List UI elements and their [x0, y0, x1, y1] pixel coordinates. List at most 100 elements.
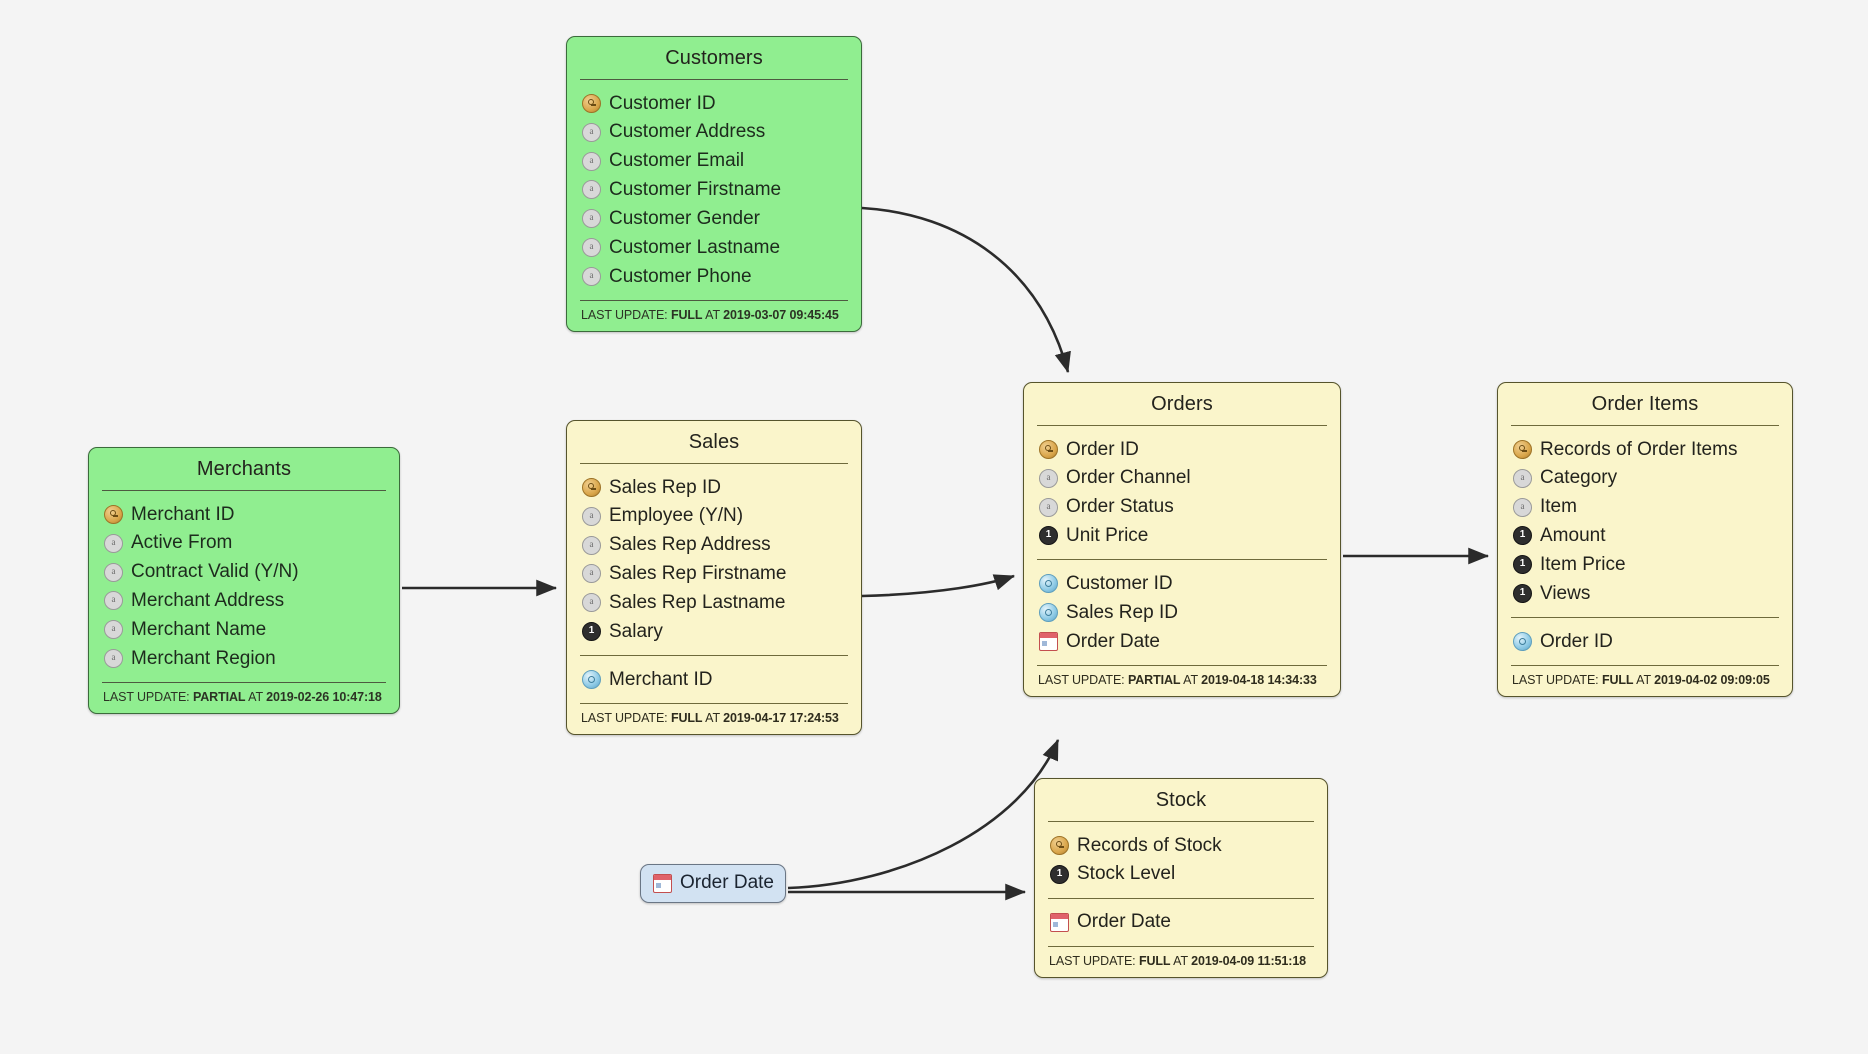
- field-row[interactable]: Customer ID: [567, 89, 861, 118]
- field-row[interactable]: Sales Rep ID: [1024, 598, 1340, 627]
- field-group-primary: Customer IDCustomer AddressCustomer Emai…: [567, 80, 861, 300]
- field-row[interactable]: Order Channel: [1024, 464, 1340, 493]
- field-row[interactable]: Customer Address: [567, 118, 861, 147]
- field-row[interactable]: Salary: [567, 617, 861, 646]
- field-row[interactable]: Item: [1498, 493, 1792, 522]
- field-label: Sales Rep ID: [609, 476, 721, 498]
- field-label: Customer Lastname: [609, 236, 781, 258]
- primary-key-icon: [1513, 439, 1532, 459]
- last-update-prefix: LAST UPDATE:: [1512, 672, 1599, 687]
- entity-last-update: LAST UPDATE: FULL AT 2019-04-09 11:51:18: [1035, 947, 1327, 977]
- order-date-chip-label: Order Date: [680, 872, 774, 893]
- field-label: Sales Rep Firstname: [609, 563, 787, 585]
- field-row[interactable]: Order ID: [1498, 627, 1792, 656]
- attribute-icon: [582, 180, 601, 200]
- entity-title: Stock: [1155, 789, 1207, 811]
- field-label: Records of Stock: [1077, 834, 1222, 856]
- entity-title-divider: [1048, 821, 1314, 822]
- field-row[interactable]: Item Price: [1498, 550, 1792, 579]
- entity-last-update: LAST UPDATE: PARTIAL AT 2019-04-18 14:34…: [1024, 666, 1340, 696]
- primary-key-icon: [582, 93, 601, 113]
- entity-foreign-divider: [1037, 559, 1327, 561]
- field-row[interactable]: Order Date: [1024, 627, 1340, 656]
- entity-footer-divider: [1037, 664, 1327, 666]
- field-row[interactable]: Unit Price: [1024, 522, 1340, 551]
- primary-key-icon: [582, 477, 601, 497]
- field-label: Sales Rep ID: [1066, 601, 1178, 623]
- order-date-chip[interactable]: Order Date: [640, 864, 786, 903]
- field-row[interactable]: Order Status: [1024, 493, 1340, 522]
- attribute-icon: [1513, 468, 1532, 488]
- field-row[interactable]: Order ID: [1024, 435, 1340, 464]
- date-icon: [653, 873, 672, 893]
- field-row[interactable]: Customer Phone: [567, 262, 861, 291]
- entity-title: Sales: [688, 431, 740, 453]
- field-label: Item Price: [1540, 553, 1626, 575]
- entity-title-divider: [1037, 425, 1327, 426]
- field-label: Records of Order Items: [1540, 438, 1738, 460]
- field-row[interactable]: Views: [1498, 579, 1792, 608]
- last-update-timestamp: 2019-04-17 17:24:53: [723, 710, 839, 725]
- field-row[interactable]: Contract Valid (Y/N): [89, 558, 399, 587]
- field-row[interactable]: Customer ID: [1024, 569, 1340, 598]
- connector-order-date-to-orders: [787, 739, 1060, 890]
- last-update-at: AT: [705, 710, 720, 725]
- field-label: Merchant Region: [131, 647, 276, 669]
- field-row[interactable]: Records of Order Items: [1498, 435, 1792, 464]
- field-label: Customer Phone: [609, 265, 752, 287]
- primary-key-icon: [1039, 439, 1058, 459]
- foreign-key-icon: [582, 669, 601, 689]
- field-row[interactable]: Sales Rep ID: [567, 473, 861, 502]
- attribute-icon: [104, 620, 123, 640]
- entity-title-divider: [1511, 425, 1779, 426]
- last-update-type: FULL: [670, 710, 703, 725]
- field-row[interactable]: Merchant ID: [89, 500, 399, 529]
- entity-foreign-divider: [1048, 897, 1314, 899]
- field-row[interactable]: Customer Email: [567, 147, 861, 176]
- field-row[interactable]: Merchant Address: [89, 587, 399, 616]
- field-group-foreign: Merchant ID: [567, 656, 861, 703]
- primary-key-icon: [104, 504, 123, 524]
- last-update-at: AT: [1183, 672, 1198, 687]
- field-row[interactable]: Customer Firstname: [567, 176, 861, 205]
- field-group-foreign: Customer ID Sales Rep ID Order Date: [1024, 560, 1340, 665]
- field-row[interactable]: Category: [1498, 464, 1792, 493]
- field-row[interactable]: Employee (Y/N): [567, 502, 861, 531]
- primary-key-icon: [1050, 835, 1069, 855]
- field-row[interactable]: Amount: [1498, 522, 1792, 551]
- field-row[interactable]: Sales Rep Firstname: [567, 560, 861, 589]
- field-row[interactable]: Customer Gender: [567, 204, 861, 233]
- field-label: Merchant Address: [131, 590, 285, 612]
- measure-icon: [1513, 555, 1532, 575]
- field-row[interactable]: Merchant Name: [89, 615, 399, 644]
- foreign-key-icon: [1039, 603, 1058, 623]
- field-row[interactable]: Stock Level: [1035, 860, 1327, 889]
- last-update-prefix: LAST UPDATE:: [581, 710, 668, 725]
- last-update-type: PARTIAL: [192, 690, 246, 705]
- attribute-icon: [582, 506, 601, 526]
- field-group-primary: Records of StockStock Level: [1035, 822, 1327, 898]
- attribute-icon: [1039, 468, 1058, 488]
- field-row[interactable]: Sales Rep Address: [567, 531, 861, 560]
- field-row[interactable]: Merchant ID: [567, 665, 861, 694]
- last-update-timestamp: 2019-04-09 11:51:18: [1191, 953, 1307, 968]
- field-row[interactable]: Records of Stock: [1035, 831, 1327, 860]
- field-row[interactable]: Customer Lastname: [567, 233, 861, 262]
- field-row[interactable]: Sales Rep Lastname: [567, 588, 861, 617]
- field-row[interactable]: Active From: [89, 529, 399, 558]
- field-row[interactable]: Order Date: [1035, 908, 1327, 937]
- field-row[interactable]: Merchant Region: [89, 644, 399, 673]
- field-label: Category: [1540, 467, 1618, 489]
- foreign-key-icon: [1039, 574, 1058, 594]
- field-label: Amount: [1540, 525, 1606, 547]
- field-label: Active From: [131, 532, 233, 554]
- attribute-icon: [582, 209, 601, 229]
